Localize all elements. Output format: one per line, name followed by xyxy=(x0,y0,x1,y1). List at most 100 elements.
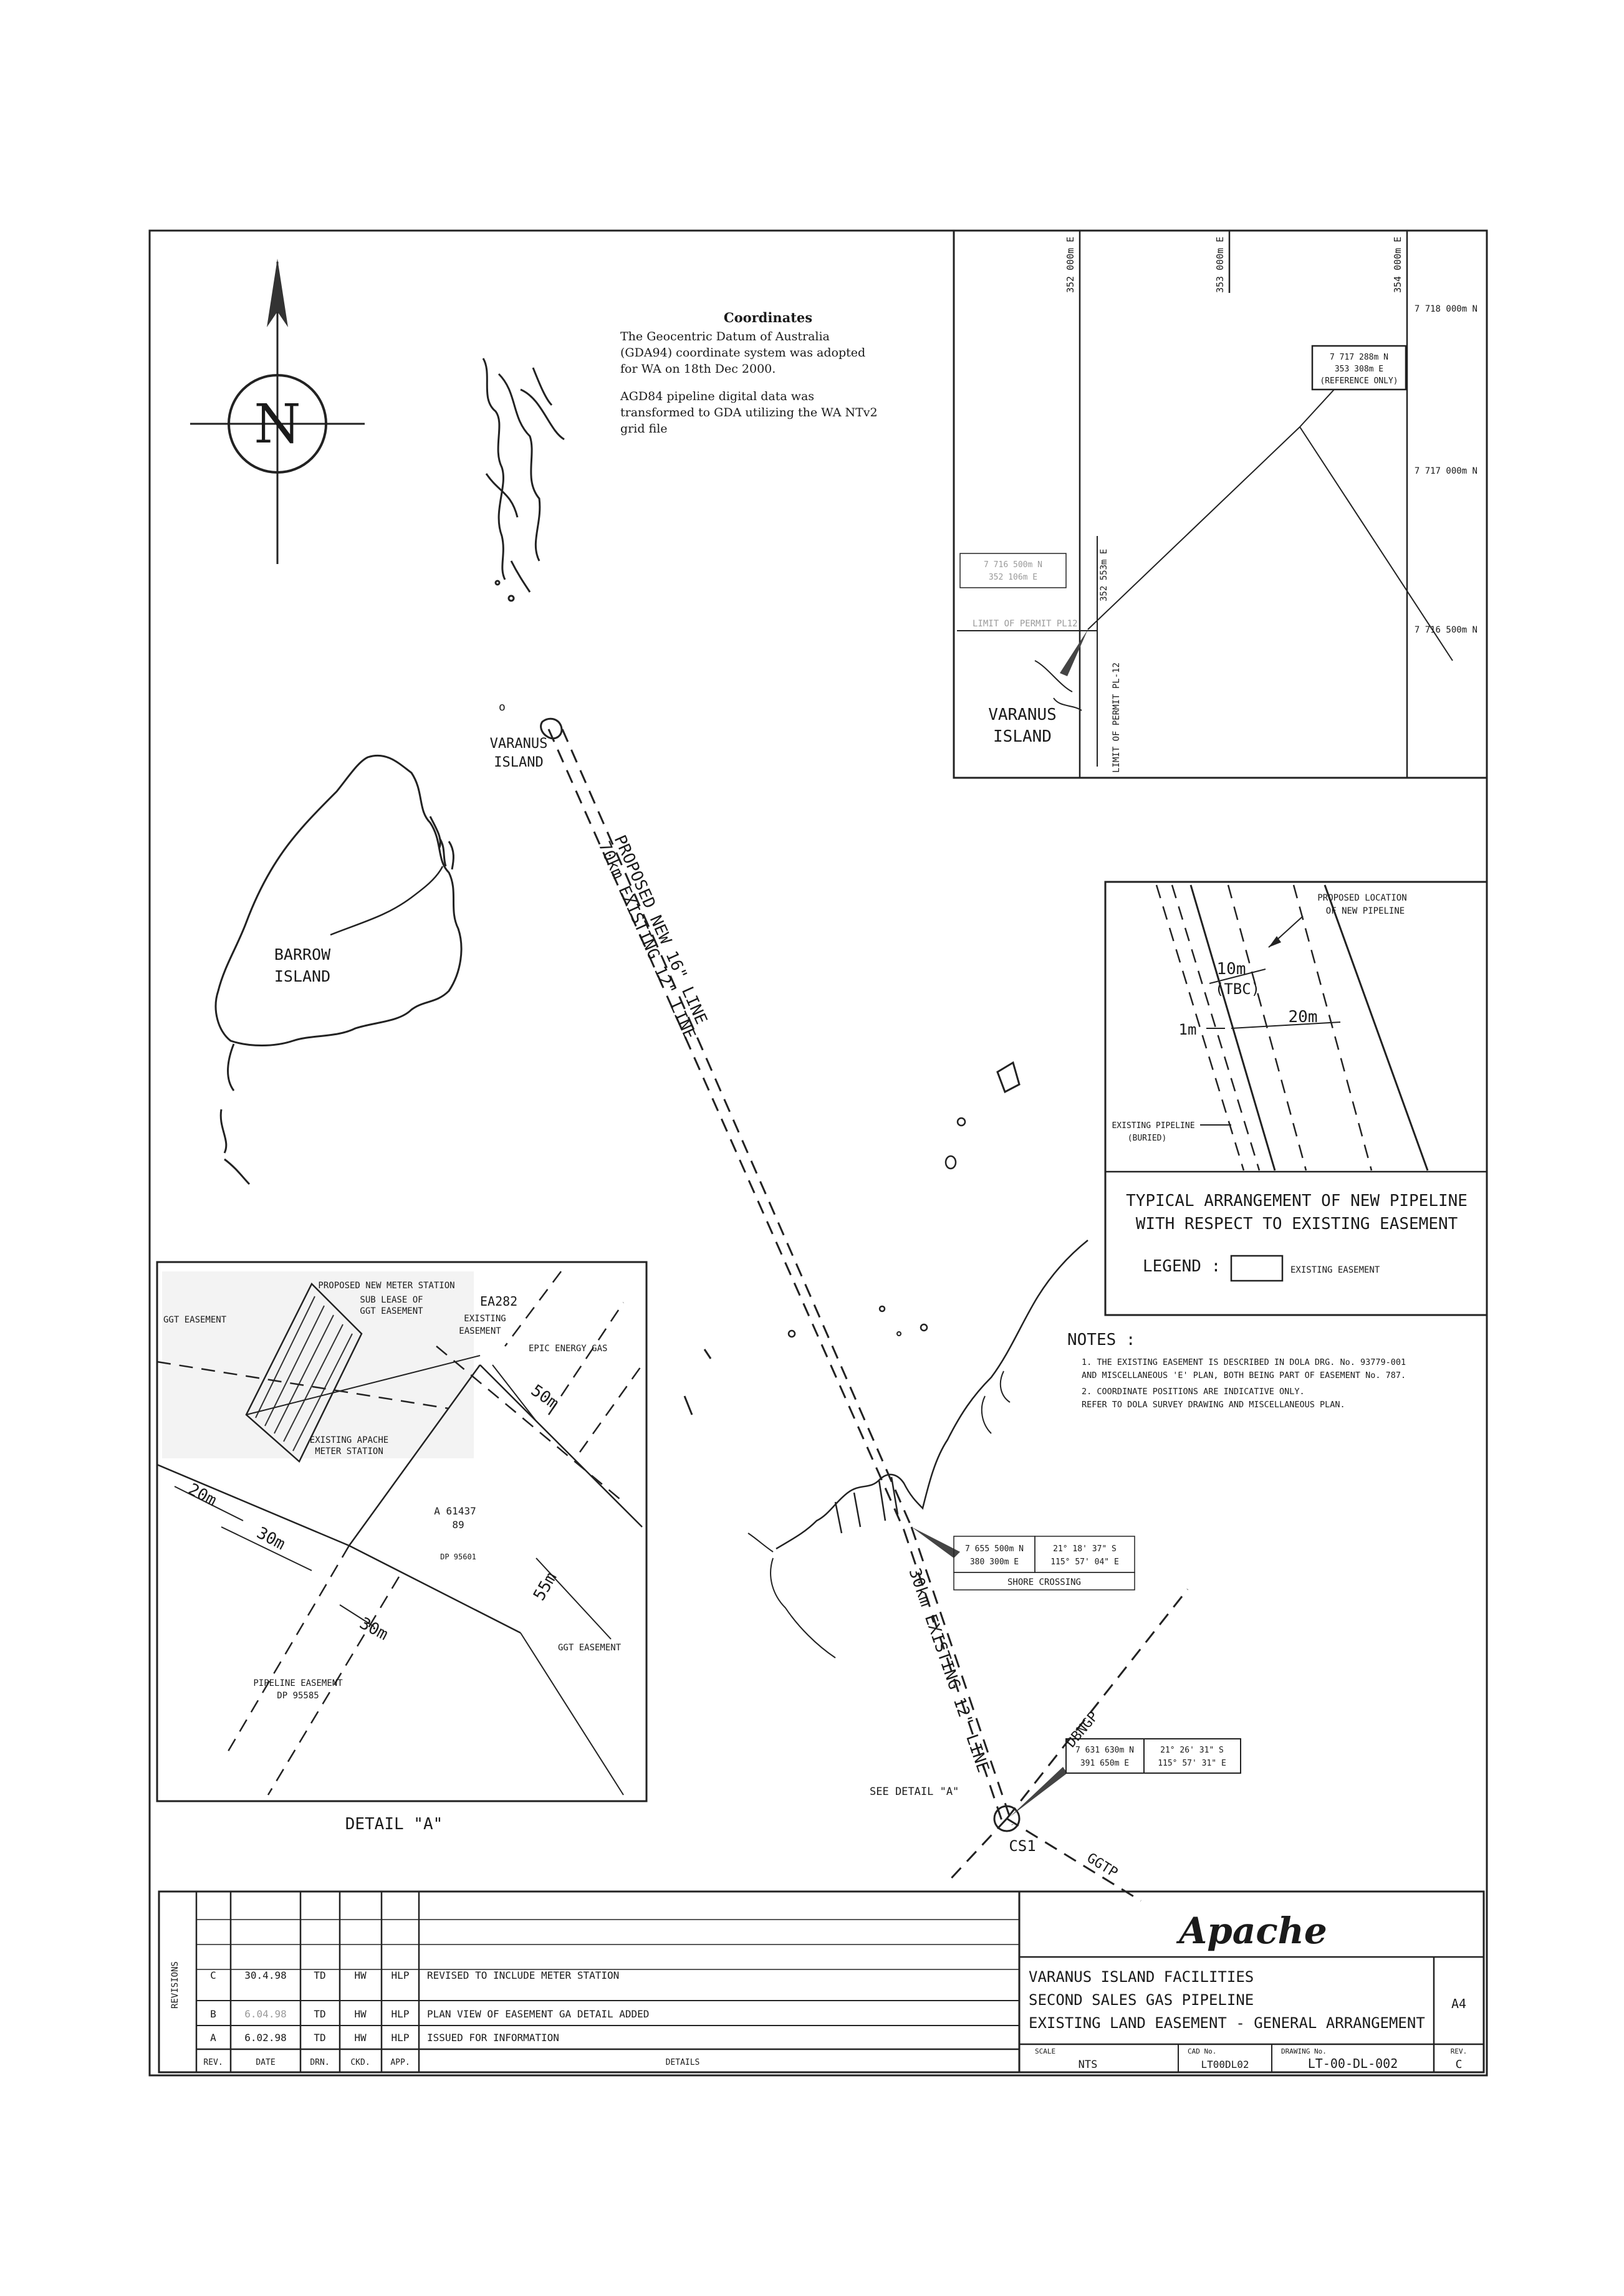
detail-dim-55m: 55m xyxy=(530,1569,560,1604)
legend-label: LEGEND : xyxy=(1143,1257,1221,1276)
barrow-island-outline xyxy=(214,754,463,1046)
col-header-app: APP. xyxy=(390,2058,410,2067)
north-compass-icon xyxy=(228,374,327,474)
rev-a-drn: TD xyxy=(314,2032,325,2044)
inset-northing-2: 7 717 000m N xyxy=(1415,466,1477,476)
cs1-coord-left-1: 7 631 630m N xyxy=(1075,1746,1134,1755)
inset-easting-1: 352 000m E xyxy=(1065,237,1076,293)
north-arrow: N xyxy=(190,259,365,564)
typical-caption-line-1: TYPICAL ARRANGEMENT OF NEW PIPELINE xyxy=(1126,1192,1468,1210)
coordinates-title: Coordinates xyxy=(724,310,812,325)
barrow-island-label-1: BARROW xyxy=(274,945,331,964)
detail-dp: DP 95601 xyxy=(440,1552,476,1561)
rev-c-ckd: HW xyxy=(354,1969,367,1981)
inset-permit-line-vertical: LIMIT OF PERMIT PL-12 xyxy=(1112,662,1122,773)
detail-sub-lease-2: GGT EASEMENT xyxy=(360,1306,423,1316)
apache-logo: Apache xyxy=(1176,1910,1327,1952)
typical-caption-line-2: WITH RESPECT TO EXISTING EASEMENT xyxy=(1136,1215,1458,1233)
shore-coord-right-2: 115° 57' 04" E xyxy=(1050,1557,1119,1567)
inset-left-coord-1: 7 716 500m N xyxy=(984,560,1042,570)
inset-easting-2: 353 000m E xyxy=(1214,237,1226,293)
inset-ref-coord-2: 353 308m E xyxy=(1335,365,1383,374)
dim-20m-label: 20m xyxy=(1289,1008,1318,1026)
varanus-island-label-2: ISLAND xyxy=(494,755,543,770)
cs1-coord-left-2: 391 650m E xyxy=(1080,1759,1129,1768)
rev-a-ckd: HW xyxy=(354,2032,367,2044)
see-detail-label: SEE DETAIL "A" xyxy=(870,1786,959,1798)
rev-b-drn: TD xyxy=(314,2008,325,2020)
detail-a-inset: PROPOSED NEW METER STATION SUB LEASE OF … xyxy=(156,1261,648,1834)
detail-existing-apache-1: EXISTING APACHE xyxy=(310,1435,388,1445)
revisions-label: REVISIONS xyxy=(170,1961,180,2009)
detail-ggt-easement-left: GGT EASEMENT xyxy=(163,1315,227,1325)
inset-permit-line-horizontal: LIMIT OF PERMIT PL12 xyxy=(973,619,1078,629)
drawing-label: DRAWING No. xyxy=(1281,2047,1327,2055)
detail-ea282: EA282 xyxy=(480,1294,517,1309)
dim-10m-label: 10m xyxy=(1217,960,1246,978)
tbc-label: (TBC) xyxy=(1215,980,1260,998)
islet-mark: o xyxy=(499,701,506,714)
rev-c-app: HLP xyxy=(392,1969,410,1981)
inset-ref-coord-3: (REFERENCE ONLY) xyxy=(1320,376,1398,386)
rev-a-details: ISSUED FOR INFORMATION xyxy=(427,2032,559,2044)
scale-label: SCALE xyxy=(1035,2047,1055,2055)
notes-heading: NOTES : xyxy=(1067,1331,1136,1349)
inset-top-varanus: 352 000m E 353 000m E 354 000m E 7 718 0… xyxy=(953,229,1488,779)
col-header-ckd: CKD. xyxy=(350,2058,370,2067)
typical-arrangement-inset: PROPOSED LOCATION OF NEW PIPELINE 10m (T… xyxy=(1104,881,1488,1316)
rev-label: REV. xyxy=(1451,2047,1468,2055)
detail-lot-1: A 61437 xyxy=(434,1505,476,1517)
coordinates-line-3: for WA on 18th Dec 2000. xyxy=(620,362,776,376)
title-block: REVISIONS C 30.4.98 TD HW HLP REVISED TO… xyxy=(158,1890,1485,2074)
note-2: 2. COORDINATE POSITIONS ARE INDICATIVE O… xyxy=(1082,1387,1305,1397)
proposed-location-line-1: PROPOSED LOCATION xyxy=(1317,893,1406,903)
island-cluster-outline xyxy=(482,358,565,602)
coordinates-line-4: AGD84 pipeline digital data was xyxy=(620,390,814,403)
title-line-3: EXISTING LAND EASEMENT - GENERAL ARRANGE… xyxy=(1029,2014,1425,2032)
sheet-size: A4 xyxy=(1451,1996,1466,2011)
shore-coord-left-2: 380 300m E xyxy=(970,1557,1019,1567)
existing-pipeline-line-2: (BURIED) xyxy=(1128,1134,1167,1143)
barrow-island-label-2: ISLAND xyxy=(274,967,330,985)
line-label-70km: 70km EXISTING 12" LINE xyxy=(595,839,699,1043)
rev-c-date: 30.4.98 xyxy=(244,1969,286,1981)
shore-crossing-label: SHORE CROSSING xyxy=(1007,1577,1081,1587)
rev-a-date: 6.02.98 xyxy=(244,2032,286,2044)
title-line-2: SECOND SALES GAS PIPELINE xyxy=(1029,1991,1254,2009)
cs1-coord-right-1: 21° 26' 31" S xyxy=(1160,1746,1224,1755)
inset-vert-coord: 352 553m E xyxy=(1099,549,1109,601)
pipeline-existing-70km xyxy=(547,729,905,1531)
rev-b-details: PLAN VIEW OF EASEMENT GA DETAIL ADDED xyxy=(427,2008,649,2020)
varanus-island-label-1: VARANUS xyxy=(490,736,548,752)
detail-ggt-easement-right: GGT EASEMENT xyxy=(558,1643,622,1653)
dbngp-label: DBNGP xyxy=(1063,1709,1102,1751)
detail-existing-apache-2: METER STATION xyxy=(315,1447,383,1457)
note-2-cont: REFER TO DOLA SURVEY DRAWING AND MISCELL… xyxy=(1082,1400,1345,1410)
rev-a-rev: A xyxy=(210,2032,216,2044)
cs1-label: CS1 xyxy=(1009,1837,1035,1855)
varanus-island-outline xyxy=(540,717,563,740)
detail-proposed-meter: PROPOSED NEW METER STATION xyxy=(318,1281,454,1291)
proposed-location-line-2: OF NEW PIPELINE xyxy=(1326,906,1405,916)
ggtp-label: GGTP xyxy=(1084,1850,1120,1881)
detail-epic-energy: EPIC ENERGY GAS xyxy=(529,1344,607,1354)
rev-c-details: REVISED TO INCLUDE METER STATION xyxy=(427,1969,619,1981)
cs1-coord-right-2: 115° 57' 31" E xyxy=(1158,1759,1226,1768)
inset-northing-3: 7 716 500m N xyxy=(1415,625,1477,635)
note-1-cont: AND MISCELLANEOUS 'E' PLAN, BOTH BEING P… xyxy=(1082,1370,1406,1380)
rev-value: C xyxy=(1456,2058,1463,2071)
rev-c-drn: TD xyxy=(314,1969,325,1981)
col-header-details: DETAILS xyxy=(666,2058,700,2067)
inset-easting-3: 354 000m E xyxy=(1392,237,1403,293)
rev-b-app: HLP xyxy=(392,2008,410,2020)
notes: NOTES : 1. THE EXISTING EASEMENT IS DESC… xyxy=(1067,1331,1406,1410)
north-letter: N xyxy=(254,393,300,456)
mainland-coastline xyxy=(776,1240,1088,1550)
coordinates-line-5: transformed to GDA utilizing the WA NTv2 xyxy=(620,406,878,419)
rev-b-ckd: HW xyxy=(354,2008,367,2020)
rev-b-rev: B xyxy=(210,2008,216,2020)
detail-pipeline-easement-1: PIPELINE EASEMENT xyxy=(253,1678,343,1688)
inset-ref-coord-1: 7 717 288m N xyxy=(1330,353,1388,362)
rev-c-rev: C xyxy=(210,1969,216,1981)
